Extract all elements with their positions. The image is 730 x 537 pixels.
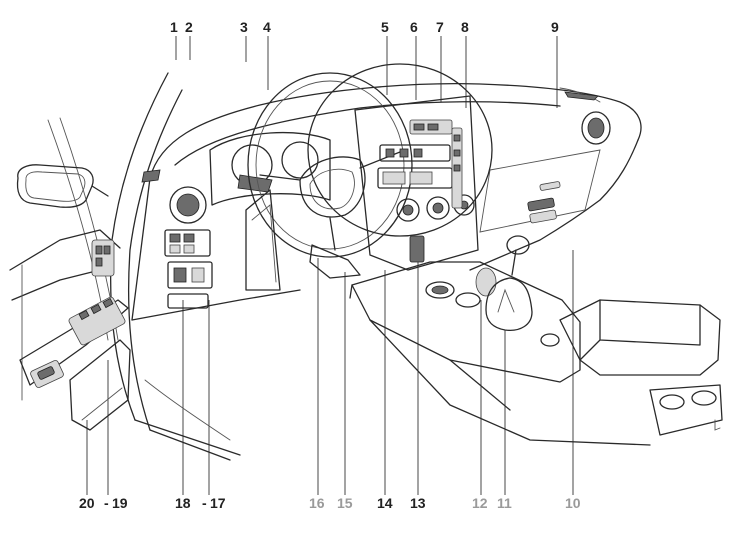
callout-6: 6 <box>410 19 418 35</box>
callout-11: 11 <box>497 495 512 511</box>
callout-14: 14 <box>377 495 393 511</box>
callout-20: 20 <box>79 495 95 511</box>
callout-15: 15 <box>337 495 353 511</box>
center-stack <box>354 95 479 271</box>
dashboard-body <box>131 82 642 321</box>
callout-9: 9 <box>551 19 559 35</box>
callout-13: 13 <box>410 495 426 511</box>
callout-12: 12 <box>472 495 488 511</box>
dash-19: - <box>104 495 109 511</box>
callout-7: 7 <box>436 19 444 35</box>
side-mirror <box>16 164 109 208</box>
callout-17: 17 <box>210 495 226 511</box>
callout-18: 18 <box>175 495 191 511</box>
door-panel <box>9 229 131 431</box>
callout-19: 19 <box>112 495 128 511</box>
callout-8: 8 <box>461 19 469 35</box>
callout-4: 4 <box>263 19 271 35</box>
left-control-cluster <box>141 169 213 309</box>
callout-1: 1 <box>170 19 178 35</box>
steering-wheel <box>245 63 493 291</box>
center-console <box>349 235 723 446</box>
door-frame <box>47 72 241 461</box>
callout-3: 3 <box>240 19 248 35</box>
callout-10: 10 <box>565 495 581 511</box>
leader-lines <box>86 36 574 495</box>
dash-17: - <box>202 495 207 511</box>
callout-16: 16 <box>309 495 325 511</box>
callout-2: 2 <box>185 19 193 35</box>
instrument-cluster <box>209 131 331 206</box>
callout-5: 5 <box>381 19 389 35</box>
